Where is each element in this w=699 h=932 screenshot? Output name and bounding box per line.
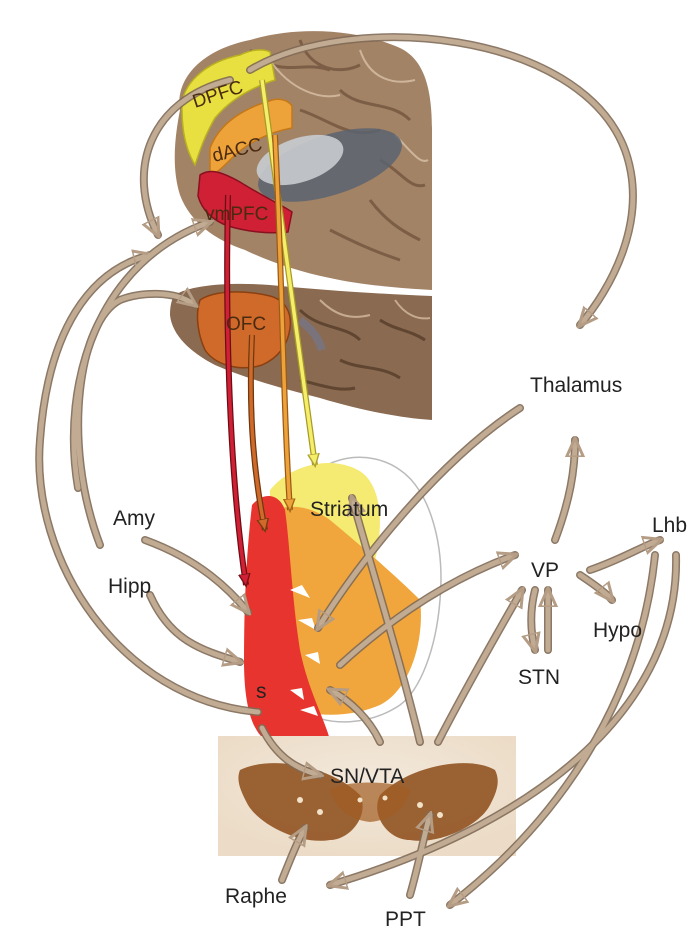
label-s: s — [256, 680, 267, 703]
arrow-vp-to-hypo — [580, 575, 612, 600]
label-sn-vta: SN/VTA — [330, 765, 404, 788]
label-ppt: PPT — [385, 908, 426, 931]
label-vp: VP — [531, 559, 559, 582]
label-hypo: Hypo — [593, 619, 642, 642]
arrow-hipp-to-s — [150, 595, 240, 662]
label-raphe: Raphe — [225, 885, 287, 908]
label-striatum: Striatum — [310, 498, 388, 521]
label-thalamus: Thalamus — [530, 374, 622, 397]
arrow-vp-to-lhb — [590, 540, 660, 570]
label-stn: STN — [518, 666, 560, 689]
label-lhb: Lhb — [652, 514, 687, 537]
label-ofc: OFC — [226, 314, 266, 335]
label-vmpfc: vmPFC — [205, 204, 268, 225]
label-hipp: Hipp — [108, 575, 151, 598]
arrow-snvta-to-vp — [438, 590, 522, 742]
arrow-amy-to-vmpfc — [74, 222, 210, 488]
arrow-vp-to-thalamus — [555, 440, 575, 540]
arrow-amy-to-s — [145, 540, 248, 612]
label-amy: Amy — [113, 507, 156, 530]
sn-vta-image — [218, 736, 516, 856]
